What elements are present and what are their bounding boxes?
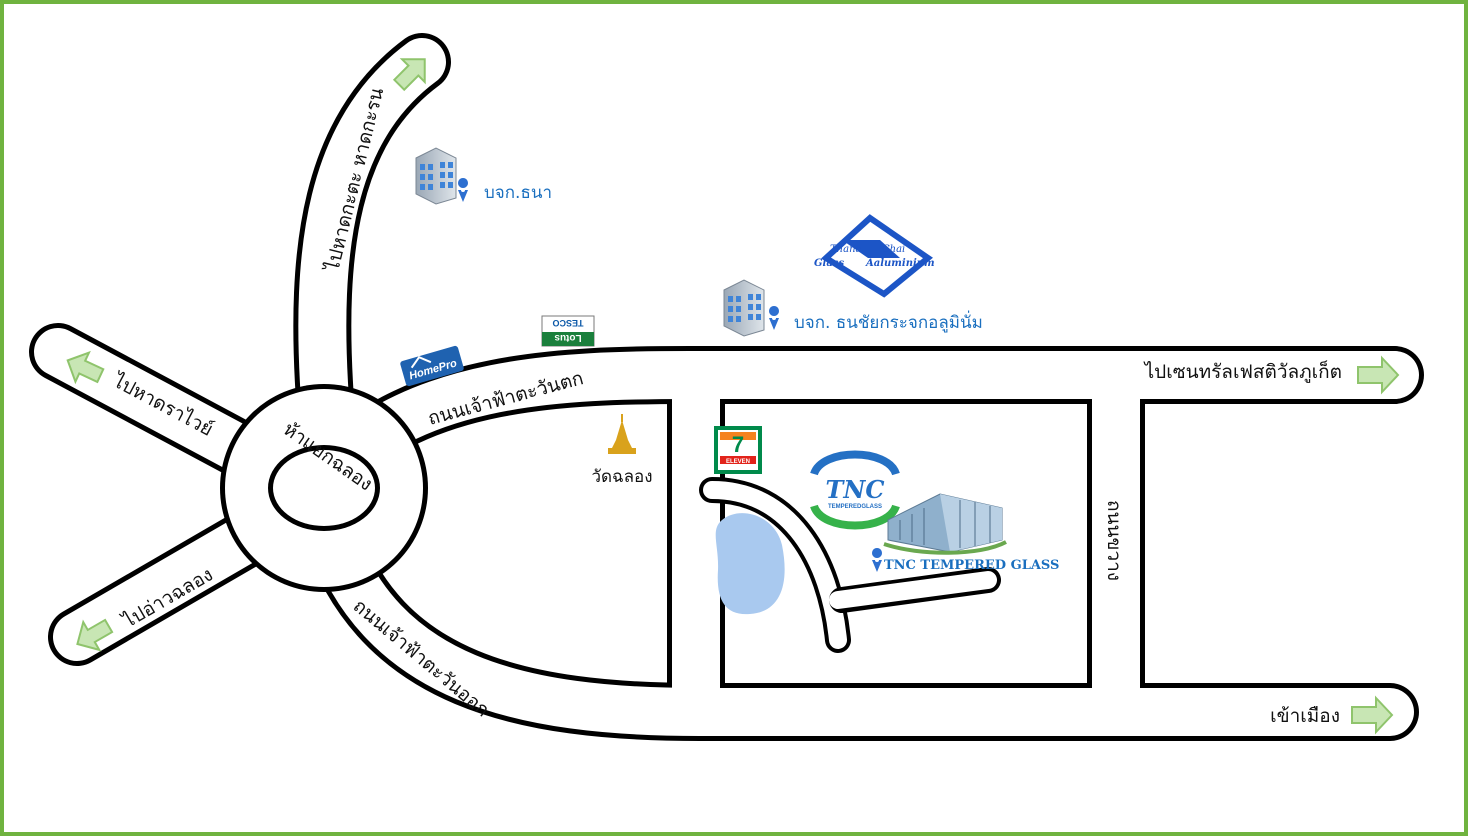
lake xyxy=(715,513,785,615)
svg-text:7: 7 xyxy=(732,432,744,457)
arrow-icon xyxy=(1351,695,1394,735)
tesco-lotus-logo: Lotus TESCO xyxy=(541,315,595,347)
label-seven-eleven: ELEVEN xyxy=(726,459,750,465)
seven-eleven-logo: 7 ELEVEN xyxy=(714,426,762,474)
thanachai-logo: Thana Chai Glass Aaluminium xyxy=(814,214,935,298)
poi-thanachai: บจก. ธนชัยกระจกอลูมินั่ม xyxy=(723,279,983,337)
roundabout xyxy=(220,384,428,592)
label-thanachai: บจก. ธนชัยกระจกอลูมินั่ม xyxy=(794,310,983,333)
label-tnc-sub: TEMPEREDGLASS xyxy=(828,504,882,510)
map-pin-icon xyxy=(458,178,469,202)
arrow-icon xyxy=(66,350,105,385)
poi-thana: บจก.ธนา xyxy=(415,147,552,205)
map-pin-icon xyxy=(872,548,883,572)
label-thanachai-glass: Glass xyxy=(814,258,844,269)
arrow-icon xyxy=(1357,355,1400,395)
label-tnc-tempered-glass: TNC TEMPERED GLASS xyxy=(884,558,1059,573)
label-town: เข้าเมือง xyxy=(1270,705,1340,727)
pagoda-icon xyxy=(608,414,636,454)
label-thanachai-chai: Chai xyxy=(882,244,905,255)
map-pin-icon xyxy=(769,306,780,330)
label-tnc-logo: TNC xyxy=(826,475,885,504)
label-thanachai-aluminium: Aaluminium xyxy=(865,258,935,269)
building-icon xyxy=(723,279,765,337)
label-wat-chalong: วัดฉลอง xyxy=(591,467,652,487)
building-icon xyxy=(415,147,457,205)
label-tesco-top: TESCO xyxy=(552,318,583,328)
arrow-icon xyxy=(392,58,426,92)
tnc-factory-building xyxy=(883,493,1007,555)
label-bypass: ถนนขวาง xyxy=(1103,500,1125,581)
tnc-logo: TNC TEMPEREDGLASS xyxy=(810,450,900,530)
label-central-festival: ไปเซนทรัลเฟสติวัลภูเก็ต xyxy=(1143,359,1342,383)
road-network xyxy=(29,33,1424,741)
poi-wat-chalong: วัดฉลอง xyxy=(591,414,653,487)
homepro-logo: HomePro xyxy=(400,345,464,387)
label-thana: บจก.ธนา xyxy=(484,183,552,203)
arrow-icon xyxy=(76,618,114,652)
direction-arrows xyxy=(66,58,1400,735)
label-tesco-bottom: Lotus xyxy=(554,332,582,343)
label-thanachai-thana: Thana xyxy=(830,244,862,255)
poi-tnc: TNC TEMPERED GLASS xyxy=(872,548,1059,573)
